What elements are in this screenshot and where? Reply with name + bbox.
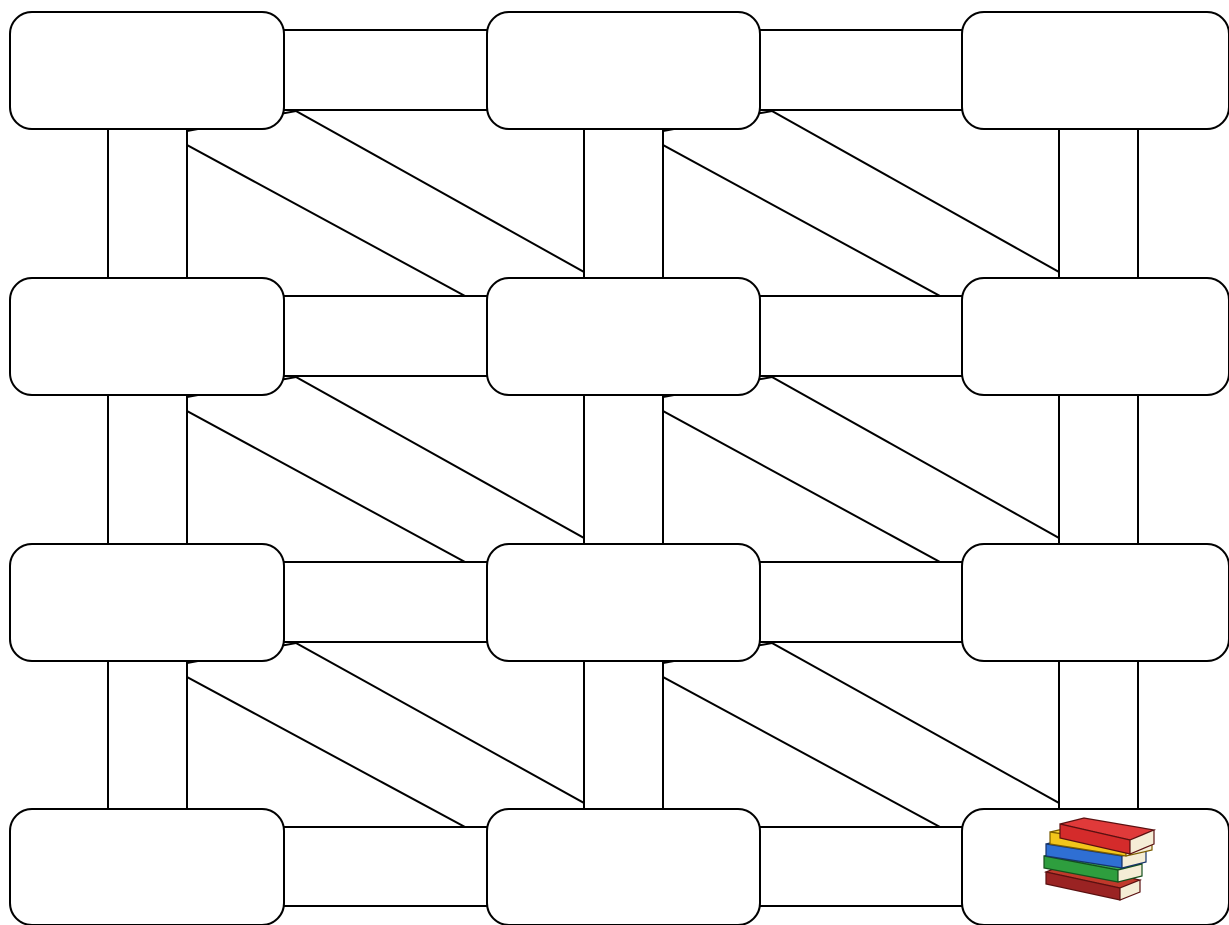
connector-horizontal: [756, 827, 966, 906]
box-r1-c1[interactable]: [487, 278, 760, 395]
connector-vertical: [108, 391, 187, 548]
connector-horizontal: [280, 296, 491, 376]
box-r0-c1[interactable]: [487, 12, 760, 129]
connector-horizontal: [280, 562, 491, 642]
connectors: [108, 30, 1138, 906]
connector-horizontal: [756, 296, 966, 376]
connector-vertical: [584, 391, 663, 548]
connector-vertical: [1059, 657, 1138, 813]
box-r0-c2[interactable]: [962, 12, 1229, 129]
connector-vertical: [108, 125, 187, 282]
connector-vertical: [584, 657, 663, 813]
connector-diagonal: [187, 111, 584, 296]
box-shape: [10, 278, 284, 395]
box-r3-c1[interactable]: [487, 809, 760, 925]
box-r2-c0[interactable]: [10, 544, 284, 661]
box-shape: [10, 544, 284, 661]
box-shape: [487, 12, 760, 129]
connector-diagonal: [187, 377, 584, 562]
connector-vertical: [584, 125, 663, 282]
box-shape: [487, 809, 760, 925]
box-shape: [10, 809, 284, 925]
connector-vertical: [108, 657, 187, 813]
box-shape: [962, 12, 1229, 129]
box-r0-c0[interactable]: [10, 12, 284, 129]
box-shape: [962, 544, 1229, 661]
box-r3-c0[interactable]: [10, 809, 284, 925]
connector-vertical: [1059, 391, 1138, 548]
box-shape: [487, 544, 760, 661]
box-shape: [10, 12, 284, 129]
connector-horizontal: [280, 827, 491, 906]
connector-diagonal: [663, 643, 1059, 827]
box-r2-c2[interactable]: [962, 544, 1229, 661]
connector-diagonal: [187, 643, 584, 827]
connector-horizontal: [280, 30, 491, 110]
connector-horizontal: [756, 562, 966, 642]
connector-diagonal: [663, 377, 1059, 562]
box-shape: [962, 278, 1229, 395]
connector-vertical: [1059, 125, 1138, 282]
connector-horizontal: [756, 30, 966, 110]
box-r2-c1[interactable]: [487, 544, 760, 661]
books-stack-icon: [1044, 818, 1154, 900]
connector-diagonal: [663, 111, 1059, 296]
box-r1-c0[interactable]: [10, 278, 284, 395]
box-r1-c2[interactable]: [962, 278, 1229, 395]
box-shape: [487, 278, 760, 395]
